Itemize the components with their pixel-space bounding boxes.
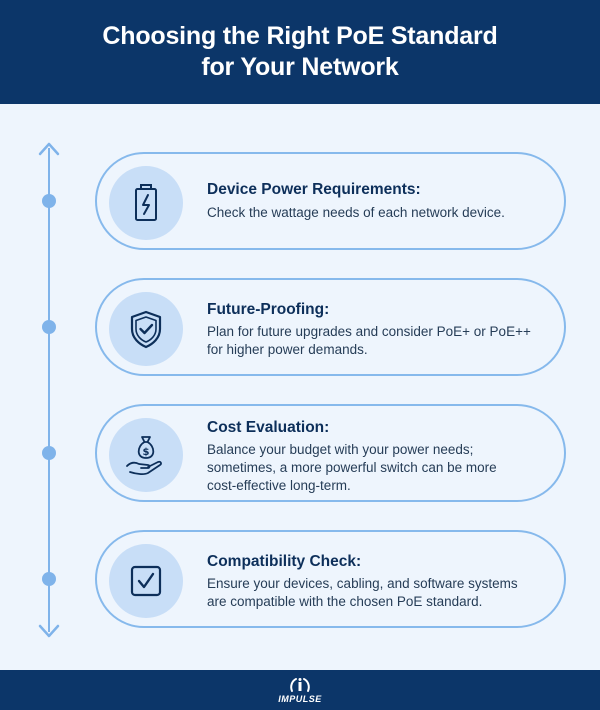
- brand-name: IMPULSE: [278, 693, 322, 704]
- money-hand-icon: $: [126, 436, 162, 475]
- header-banner: Choosing the Right PoE Standard for Your…: [0, 0, 600, 104]
- battery-icon: [135, 184, 157, 221]
- icon-circle: [109, 292, 183, 366]
- footer-bar: IMPULSE: [0, 670, 600, 710]
- timeline-dot: [42, 194, 56, 208]
- svg-text:$: $: [143, 447, 150, 458]
- card-description: Check the wattage needs of each network …: [207, 204, 552, 222]
- icon-circle: [109, 544, 183, 618]
- card-compatibility-check: Compatibility Check: Ensure your devices…: [95, 530, 566, 628]
- card-title: Cost Evaluation:: [207, 419, 330, 436]
- page-title-line-1: Choosing the Right PoE Standard: [102, 22, 498, 50]
- desc-line: Plan for future upgrades and consider Po…: [207, 324, 531, 339]
- desc-line: are compatible with the chosen PoE stand…: [207, 594, 483, 609]
- card-device-power: Device Power Requirements: Check the wat…: [95, 152, 566, 250]
- checkbox-icon: [130, 565, 162, 597]
- card-cost-evaluation: $ Cost Evaluation: Balance your budget w…: [95, 404, 566, 502]
- timeline-dot: [42, 446, 56, 460]
- desc-line: cost-effective long-term.: [207, 478, 351, 493]
- timeline-line: [48, 148, 50, 632]
- icon-circle: [109, 166, 183, 240]
- impulse-logo-icon: [290, 677, 310, 692]
- card-title: Device Power Requirements:: [207, 181, 421, 198]
- timeline-dot: [42, 572, 56, 586]
- card-description: Balance your budget with your power need…: [207, 441, 552, 495]
- card-description: Ensure your devices, cabling, and softwa…: [207, 575, 552, 611]
- shield-check-icon: [130, 310, 162, 349]
- arrow-down-icon: [38, 624, 60, 638]
- card-title: Future-Proofing:: [207, 301, 330, 318]
- desc-line: Check the wattage needs of each network …: [207, 205, 505, 220]
- card-title: Compatibility Check:: [207, 553, 362, 570]
- desc-line: Ensure your devices, cabling, and softwa…: [207, 576, 518, 591]
- timeline-dot: [42, 320, 56, 334]
- arrow-up-icon: [38, 142, 60, 156]
- desc-line: for higher power demands.: [207, 342, 368, 357]
- card-future-proofing: Future-Proofing: Plan for future upgrade…: [95, 278, 566, 376]
- icon-circle: $: [109, 418, 183, 492]
- desc-line: sometimes, a more powerful switch can be…: [207, 460, 497, 475]
- desc-line: Balance your budget with your power need…: [207, 442, 474, 457]
- card-description: Plan for future upgrades and consider Po…: [207, 323, 552, 359]
- page-title-line-2: for Your Network: [201, 53, 399, 81]
